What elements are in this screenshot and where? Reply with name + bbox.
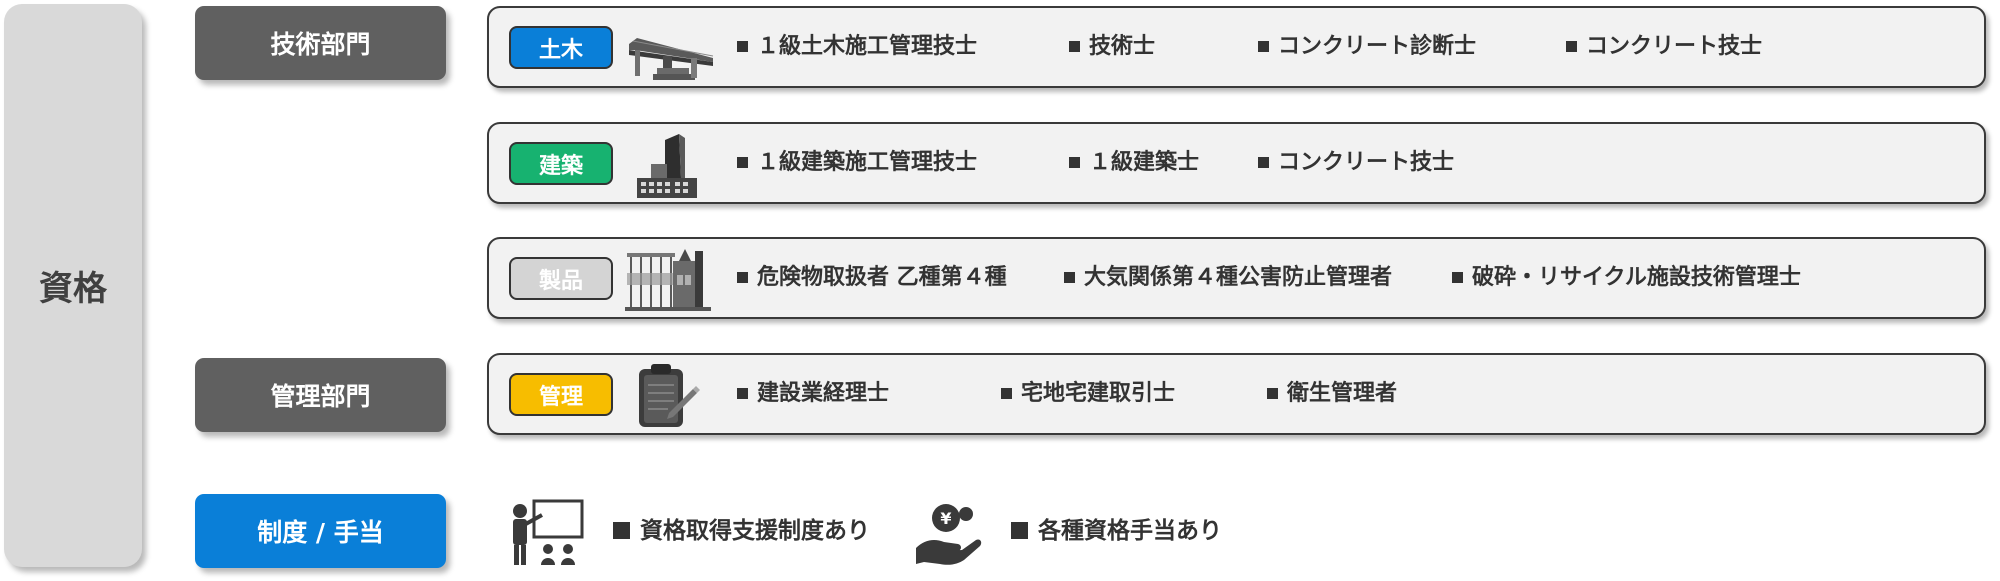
allowance-item: 各種資格手当あり <box>1011 511 1222 551</box>
item-text: 技術士 <box>1069 8 1155 85</box>
item-text: 破砕・リサイクル施設技術管理士 <box>1452 239 1801 316</box>
row-management: 管理 建設業経理士 宅地宅建取引士 衛生管理者 <box>487 353 1986 435</box>
factory-icon <box>625 249 711 311</box>
svg-text:¥: ¥ <box>940 509 951 528</box>
system-item: 資格取得支援制度あり <box>613 511 870 551</box>
item-text: 衛生管理者 <box>1267 355 1397 432</box>
item-text: １級建築施工管理技士 <box>737 124 977 201</box>
row-product: 製品 危険物取扱者 乙種第４種 大気関係第４種公害防止管理者 破砕・リサイクル施… <box>487 237 1986 319</box>
item-text: コンクリート診断士 <box>1258 8 1476 85</box>
clipboard-icon <box>639 364 700 427</box>
row-civil: 土木 １級土木施工管理技士 技術士 コンクリート診断士 コンクリート技士 <box>487 6 1986 88</box>
item-text: コンクリート技士 <box>1258 124 1454 201</box>
technical-dept-box: 技術部門 <box>195 6 446 80</box>
badge-architecture: 建築 <box>509 142 613 185</box>
presentation-icon <box>513 499 584 565</box>
building-icon <box>637 134 697 198</box>
badge-civil: 土木 <box>509 26 613 69</box>
admin-dept-box: 管理部門 <box>195 358 446 432</box>
item-text: 大気関係第４種公害防止管理者 <box>1064 239 1392 316</box>
qualification-side-panel: 資格 <box>4 4 142 567</box>
side-label: 資格 <box>39 269 107 309</box>
item-text: 宅地宅建取引士 <box>1001 355 1175 432</box>
item-text: 建設業経理士 <box>737 355 889 432</box>
system-box: 制度 / 手当 <box>195 494 446 568</box>
item-text: １級土木施工管理技士 <box>737 8 977 85</box>
item-text: 危険物取扱者 乙種第４種 <box>737 239 1007 316</box>
badge-management: 管理 <box>509 373 613 416</box>
yen-hand-icon: ¥ <box>916 504 982 565</box>
item-text: １級建築士 <box>1069 124 1199 201</box>
item-text: コンクリート技士 <box>1566 8 1762 85</box>
row-architecture: 建築 １級建築施工管理技士 １級建築士 コンクリート技士 <box>487 122 1986 204</box>
bridge-icon <box>629 38 714 80</box>
badge-product: 製品 <box>509 257 613 300</box>
